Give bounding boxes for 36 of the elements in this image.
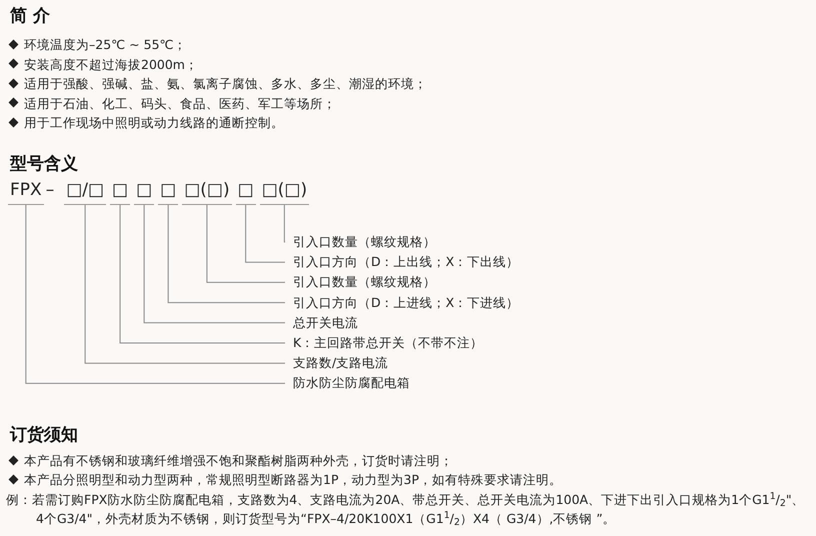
leader-line — [284, 204, 286, 242]
code-explanation: 支路数/支路电流 — [293, 354, 388, 372]
code-explanation: 防水防尘防腐配电箱 — [293, 374, 410, 392]
code-explanation: 总开关电流 — [293, 314, 358, 332]
code-explanation: 引入口数量（螺纹规格） — [293, 233, 436, 251]
code-explanation: 引入口数量（螺纹规格） — [293, 273, 436, 292]
leader-line — [25, 204, 286, 384]
leader-line — [144, 204, 286, 324]
bullet-text: 本产品分照明型和动力型两种，常规照明型断路器为1P，动力型为3P，如有特殊要求请注明。 — [24, 471, 562, 489]
code-explanation: 引入口方向（D：上进线；X：下进线） — [293, 294, 520, 312]
code-segment: □ — [236, 178, 256, 205]
section-heading: 型号含义 — [10, 153, 78, 176]
code-segment: □ — [134, 178, 154, 205]
bullet-text: 用于工作现场中照明或动力线路的通断控制。 — [24, 114, 284, 132]
code-segment: □(□) — [260, 178, 310, 205]
section-heading: 简 介 — [10, 5, 50, 28]
bullet-text: 本产品有不锈钢和玻璃纤维增强不饱和聚酯树脂两种外壳，订货时请注明； — [24, 452, 453, 470]
code-dash: – — [46, 179, 54, 202]
code-explanation: 引入口方向（D：上出线；X：下出线） — [293, 253, 520, 272]
code-segment: □/□ — [64, 178, 106, 205]
bullet-text: 适用于石油、化工、码头、食品、医药、军工等场所； — [24, 94, 336, 112]
code-segment: □(□) — [182, 178, 232, 205]
leader-line — [84, 204, 286, 364]
bullet-text: 适用于强酸、强碱、盐、氨、氯离子腐蚀、多水、多尘、潮湿的环境； — [24, 75, 427, 93]
code-segment: □ — [110, 178, 130, 205]
bullet-text: 环境温度为–25℃ ~ 55℃； — [24, 36, 187, 54]
leader-line — [120, 204, 286, 344]
code-segment: FPX — [8, 178, 44, 205]
code-explanation: K：主回路带总开关（不带不注） — [293, 334, 484, 352]
bullet-text: 安装高度不超过海拔2000m； — [24, 56, 198, 74]
section-heading: 订货须知 — [10, 424, 78, 447]
leader-line — [206, 204, 286, 283]
leader-line — [168, 204, 286, 304]
example-paragraph: 例：若需订购FPX防水防尘防腐配电箱，支路数为4、支路电流为20A、带总开关、总开关电流为100A、下进下出引入口规格为1个G1$^{1}$/$_{2}$"、4个G3/4"，外壳材质为不锈钢，则订货型号为“FPX–4/20K100X1（G1$^{1}$/$_{2}$）X4（ G3/4）,不锈钢 ”。 — [6, 490, 806, 528]
code-segment: □ — [158, 178, 178, 205]
leader-line — [245, 204, 286, 263]
